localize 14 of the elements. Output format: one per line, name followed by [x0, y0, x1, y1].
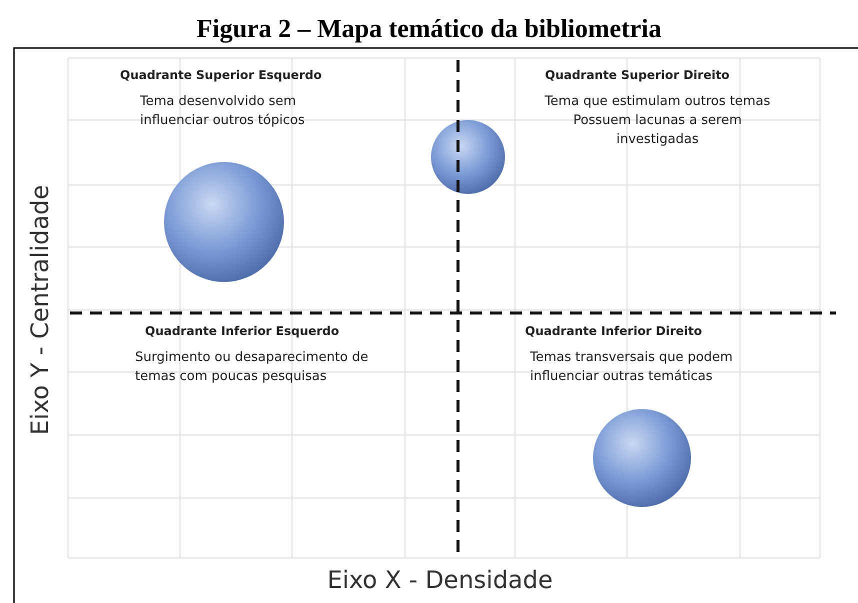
bubble — [164, 162, 284, 282]
bubble — [431, 120, 505, 194]
quadrant-description: Temas transversais que podem influenciar outras temáticas — [530, 349, 734, 386]
quadrant-heading: Quadrante Inferior Direito — [525, 324, 702, 338]
bubble — [593, 409, 691, 507]
quadrant-heading: Quadrante Inferior Esquerdo — [145, 324, 340, 338]
quadrant-description: Tema que estimulam outros temas Possuem lacunas a serem investigadas — [544, 93, 772, 149]
x-axis-label: Eixo X - Densidade — [327, 566, 553, 594]
quadrant-description: Tema desenvolvido sem influenciar outros tópicos — [140, 93, 306, 130]
quadrant-heading: Quadrante Superior Esquerdo — [120, 68, 322, 82]
figure-title: Figura 2 – Mapa temático da bibliometria — [195, 14, 663, 44]
quadrant-heading: Quadrante Superior Direito — [545, 68, 730, 82]
y-axis-label: Eixo Y - Centralidade — [26, 184, 54, 436]
quadrant-description: Surgimento ou desaparecimento de temas com poucas pesquisas — [135, 349, 370, 386]
